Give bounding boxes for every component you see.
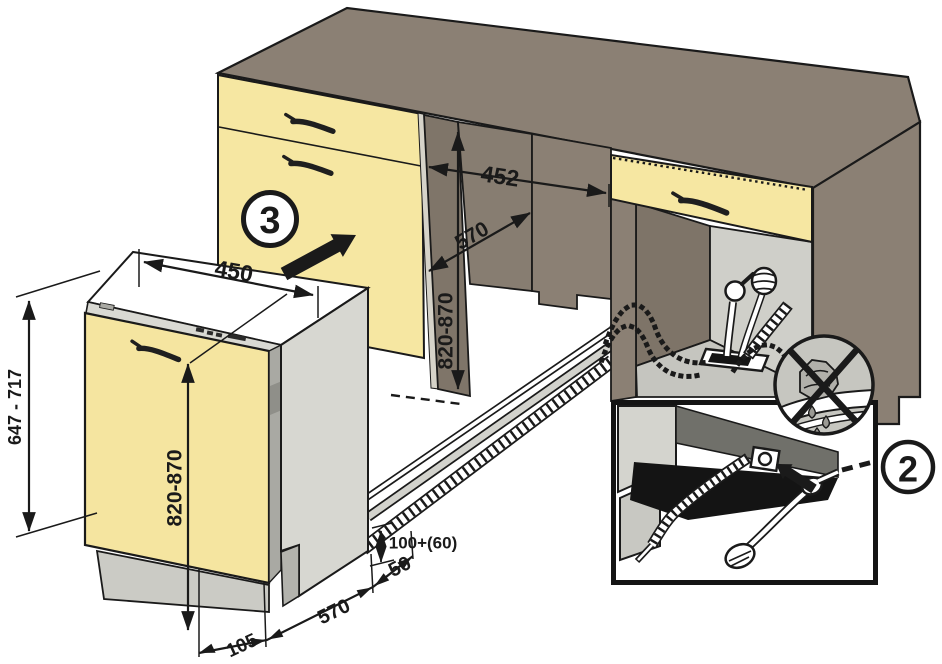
crossed-out-x-icon	[780, 340, 866, 434]
dishwasher-handle-icon	[130, 339, 182, 363]
callout-step-3: 3	[241, 190, 356, 281]
handles	[130, 112, 730, 363]
dimension-appliance-height: 820-870	[164, 363, 195, 631]
dim-label-appliance-height: 820-870	[164, 449, 187, 526]
dim-label-door-panel-height: 647 - 717	[5, 369, 25, 445]
chain-arrowheads	[199, 557, 412, 653]
latch-detail	[99, 302, 115, 311]
water-tap-icon	[724, 280, 746, 302]
drawer-handle-icon	[284, 112, 336, 134]
dishwasher-door-panel	[83, 311, 271, 585]
dim-label-hose-space: 100+(60)	[389, 534, 458, 553]
niche-floor-dashed-line	[390, 393, 462, 406]
niche-right-wall	[531, 132, 612, 311]
door-edge-strip	[268, 343, 282, 585]
tap-lever	[740, 272, 755, 286]
callout-3-number: 3	[259, 200, 280, 242]
base-step	[280, 543, 300, 608]
control-buttons	[195, 327, 247, 342]
inset-border	[773, 334, 875, 436]
connect-arrow-icon	[776, 464, 817, 494]
detail-back-panel	[675, 404, 839, 478]
routing-arc-lower	[598, 323, 703, 379]
dim-label-plinth-offset: 105	[223, 630, 261, 663]
water-drops-icon	[807, 404, 831, 434]
dimension-niche-width: 452	[428, 160, 610, 207]
dimension-niche-height: 820-870	[435, 131, 465, 390]
push-direction-arrow-icon	[280, 234, 356, 281]
dim-label-niche-height: 820-870	[435, 292, 458, 369]
sink-cabinet	[598, 153, 836, 414]
dimension-door-panel-height: 647 - 717	[5, 270, 101, 538]
dishwasher	[83, 250, 371, 613]
sink-cabinet-drawer-front	[610, 153, 813, 244]
routing-arc-upper	[602, 302, 711, 366]
connection-detail-box	[611, 400, 878, 585]
sink-drawer-handle-icon	[671, 191, 730, 216]
sink-cabinet-left-frame	[610, 197, 637, 403]
callout-3-circle	[241, 190, 299, 248]
drawer-divider	[218, 126, 422, 167]
hose-bundle	[358, 327, 617, 555]
niche-back-panel	[457, 120, 533, 293]
dimension-hose-space: 100+(60)	[369, 522, 458, 567]
sink-cabinet-inner-wall	[635, 201, 711, 368]
door-hinge-detail	[270, 381, 282, 415]
no-leak-inset	[773, 334, 875, 436]
worktop	[214, 6, 922, 190]
door-handle-icon	[282, 154, 334, 176]
dim-label-niche-width: 452	[479, 160, 521, 191]
callout-2-number: 2	[898, 449, 918, 490]
callout-step-2: 2	[880, 439, 936, 495]
callout-2-circle	[880, 439, 936, 495]
inlet-valve-port	[757, 451, 773, 467]
hose-continuation-dashes	[841, 459, 874, 473]
